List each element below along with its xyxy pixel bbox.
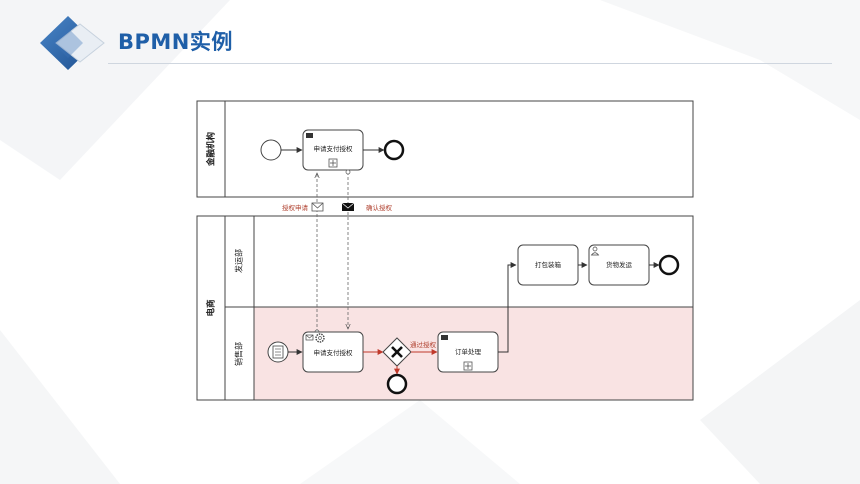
bpmn-diagram: 金融机构 电商 发运部 销售部 申请支付授权 授权申请	[196, 100, 694, 401]
start-event-message	[267, 341, 289, 363]
task-sales-apply: 申请支付授权	[302, 331, 364, 373]
title-divider	[108, 63, 832, 64]
page-title: BPMN实例	[118, 30, 233, 54]
task-pack: 打包装箱	[517, 244, 579, 286]
envelope-open-icon	[311, 202, 324, 212]
lane-shipping-label: 发运部	[234, 249, 244, 273]
message-auth-request-label: 授权申请	[282, 203, 309, 212]
end-event-shipping	[658, 254, 680, 276]
task-pack-label: 打包装箱	[535, 260, 562, 269]
flow-approved-label: 通过授权	[410, 340, 437, 349]
task-order-process: 订单处理	[437, 331, 499, 373]
task-ship-label: 货物发运	[606, 260, 633, 269]
task-finance-apply: 申请支付授权	[302, 129, 364, 171]
envelope-filled-icon	[341, 202, 355, 211]
user-task-icon	[590, 246, 600, 256]
task-finance-apply-label: 申请支付授权	[314, 144, 354, 153]
pool-finance-label: 金融机构	[206, 132, 217, 168]
gear-icon	[315, 333, 325, 343]
end-event-rejected	[386, 373, 408, 395]
message-auth-request: 授权申请	[282, 202, 324, 212]
task-type-icon	[306, 133, 313, 138]
message-confirm-auth-label: 确认授权	[366, 203, 393, 212]
logo-icon	[40, 16, 105, 70]
send-task-icon	[305, 334, 314, 341]
message-confirm-auth: 确认授权	[341, 202, 393, 212]
end-event-finance	[383, 139, 405, 161]
lane-sales-label: 销售部	[234, 342, 244, 366]
task-type-icon	[441, 335, 448, 340]
start-event-finance	[260, 139, 282, 161]
task-ship: 货物发运	[588, 244, 650, 286]
task-sales-apply-label: 申请支付授权	[314, 348, 354, 357]
task-order-process-label: 订单处理	[455, 347, 482, 356]
subprocess-marker	[463, 361, 473, 371]
x-mark-icon	[391, 346, 403, 358]
pool-ecommerce-label: 电商	[206, 299, 217, 317]
subprocess-marker	[328, 158, 338, 168]
